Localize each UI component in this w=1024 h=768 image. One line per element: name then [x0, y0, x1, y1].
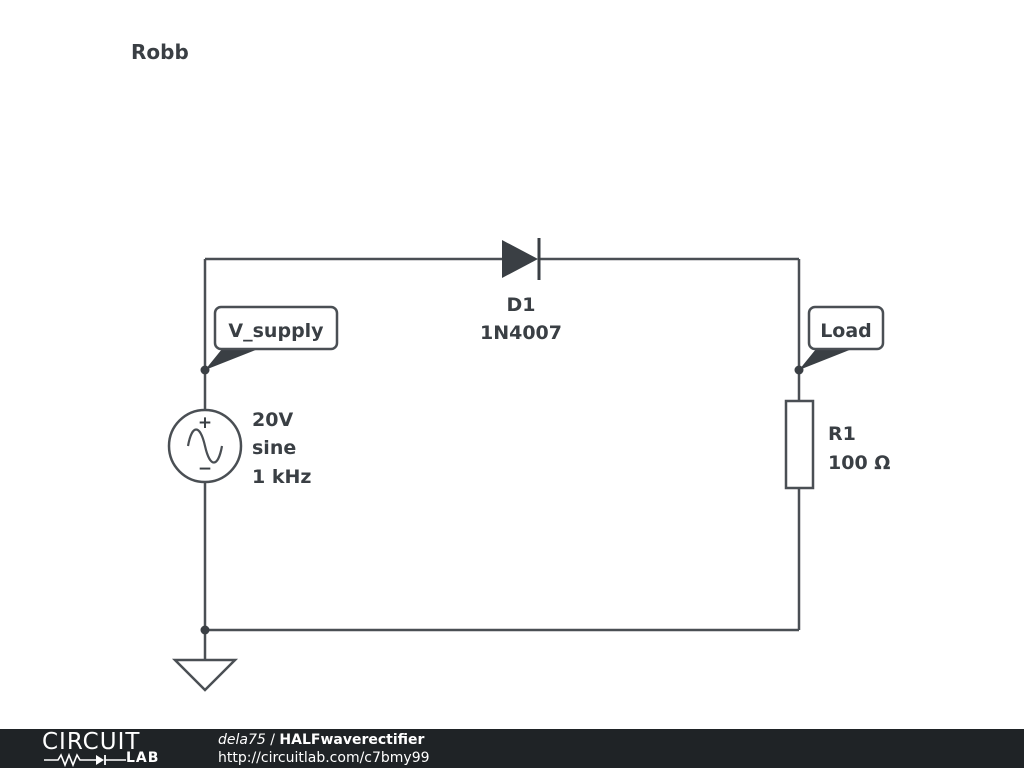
circuit-info: dela75 / HALFwaverectifier http://circui… [218, 731, 430, 767]
node-label-load: Load [820, 320, 872, 342]
ac-source-symbol[interactable]: + − [167, 408, 243, 484]
node-tag-box [213, 305, 339, 351]
logo-text-top: CIRCUIT [42, 729, 141, 755]
diode-triangle [502, 240, 538, 278]
circuit-schematic: D1 1N4007 + − 20V sine 1 kHz R1 100 Ω V_… [167, 238, 890, 692]
ground-icon [171, 658, 239, 692]
node-tag-pointer [799, 349, 852, 370]
node-tag-load[interactable]: Load [799, 305, 885, 370]
author-username[interactable]: dela75 [218, 732, 266, 748]
sine-wave-icon [186, 428, 224, 464]
node-label-supply: V_supply [228, 320, 324, 342]
diode-symbol[interactable] [502, 238, 541, 280]
resistor-ref: R1 [828, 423, 856, 445]
source-minus: − [198, 459, 212, 479]
source-waveform: sine [252, 437, 296, 459]
author-label: Robb [131, 40, 189, 64]
source-frequency: 1 kHz [252, 466, 311, 488]
path-separator: / [265, 732, 280, 748]
footer-bar: CIRCUIT LAB dela75 / HALFwaverectifier h… [0, 729, 1024, 768]
node-tag-box [807, 305, 885, 351]
logo-circuit-icon [44, 753, 126, 767]
diode-part: 1N4007 [480, 322, 562, 344]
circuit-title[interactable]: HALFwaverectifier [279, 732, 425, 748]
logo-text-bottom: LAB [126, 750, 160, 766]
junction-dot-ground [200, 625, 210, 635]
node-tag-pointer [205, 349, 258, 370]
node-tag-supply[interactable]: V_supply [205, 305, 339, 370]
diode-ref: D1 [507, 294, 536, 316]
resistor-value: 100 Ω [828, 452, 890, 474]
circuit-url[interactable]: http://circuitlab.com/c7bmy99 [218, 750, 430, 766]
source-plus: + [198, 413, 212, 433]
source-amplitude: 20V [252, 409, 293, 431]
resistor-symbol[interactable] [784, 399, 815, 490]
circuitlab-logo[interactable]: CIRCUIT LAB [40, 729, 180, 768]
